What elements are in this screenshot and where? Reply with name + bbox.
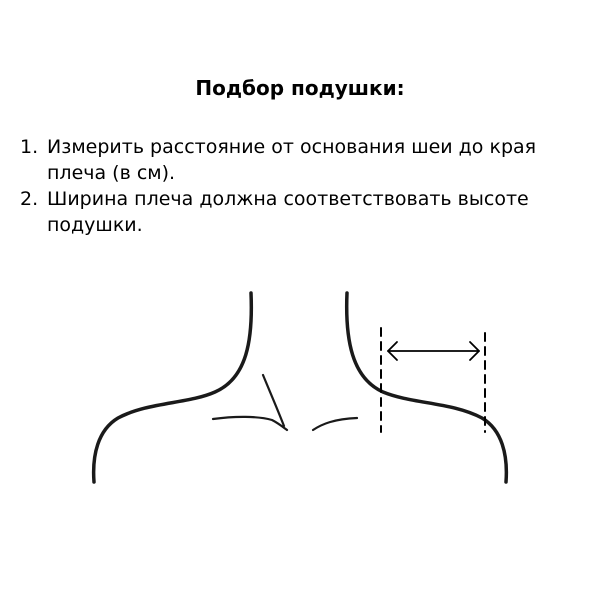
left-collarbone-line <box>261 373 286 428</box>
step-text: Ширина плеча должна соответствовать высо… <box>47 188 529 236</box>
left-shoulder-outline <box>91 291 254 484</box>
right-collarbone-line <box>311 416 359 432</box>
list-item: 2. Ширина плеча должна соответствовать в… <box>20 186 590 238</box>
arrow-right-head-icon <box>469 341 480 361</box>
page-title: Подбор подушки: <box>195 76 405 100</box>
left-collarbone-base <box>211 415 289 432</box>
arrow-left-head-icon <box>387 341 398 361</box>
step-number: 1. <box>20 136 39 158</box>
step-text: Измерить расстояние от основания шеи до … <box>47 136 537 184</box>
list-item: 1. Измерить расстояние от основания шеи … <box>20 134 590 186</box>
step-number: 2. <box>20 188 39 210</box>
right-shoulder-outline <box>344 291 509 484</box>
instruction-list: 1. Измерить расстояние от основания шеи … <box>20 134 590 238</box>
shoulder-diagram <box>91 291 509 484</box>
